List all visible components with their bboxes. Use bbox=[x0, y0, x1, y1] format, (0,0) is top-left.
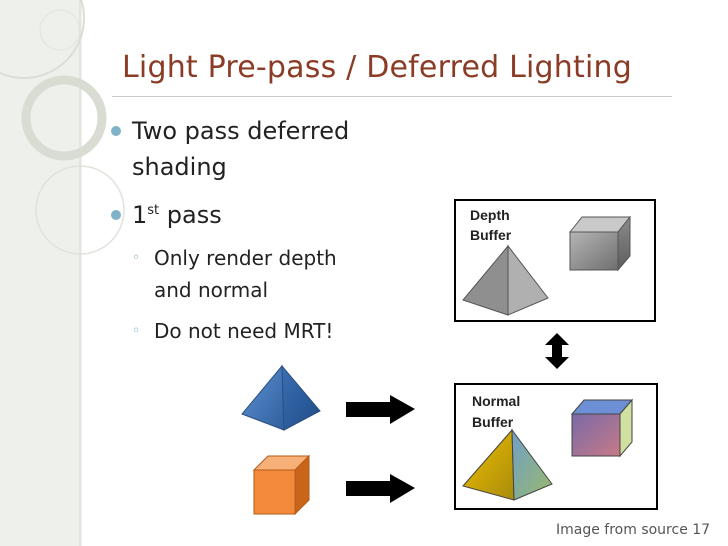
title-divider bbox=[112, 96, 672, 97]
sub-bullet-text-line1: Only render depth bbox=[154, 246, 337, 270]
bullet-rest: pass bbox=[159, 201, 222, 229]
arrow-right-icon bbox=[346, 395, 415, 424]
bullet-number: 1 bbox=[132, 201, 148, 229]
normal-buffer-label-line2: Buffer bbox=[472, 414, 514, 430]
sub-bullet-text: Do not need MRT! bbox=[154, 319, 334, 343]
blue-pyramid-icon bbox=[241, 364, 321, 431]
bullet-first-pass: 1st pass bbox=[111, 197, 222, 233]
sub-bullet-render-depth: ◦ Only render depth and normal bbox=[132, 242, 337, 306]
normal-buffer-panel: Normal Buffer bbox=[454, 383, 658, 510]
sub-bullet-text-line2: and normal bbox=[154, 278, 269, 302]
bullet-two-pass: Two pass deferred shading bbox=[111, 113, 350, 185]
normal-pyramid-icon bbox=[462, 428, 553, 501]
bullet-text-line1: Two pass deferred bbox=[132, 117, 350, 145]
bullet-superscript: st bbox=[147, 203, 160, 218]
arrow-right-icon bbox=[346, 474, 415, 503]
grey-pyramid-icon bbox=[462, 244, 549, 316]
orange-cube-icon bbox=[252, 454, 311, 516]
sub-bullet-ring-icon: ◦ bbox=[132, 323, 141, 339]
normal-cube-icon bbox=[570, 398, 634, 458]
sub-bullet-ring-icon: ◦ bbox=[132, 250, 141, 266]
grey-cube-icon bbox=[568, 215, 632, 272]
bullet-dot-icon bbox=[111, 210, 121, 220]
depth-buffer-label-line2: Buffer bbox=[470, 227, 512, 243]
sub-bullet-no-mrt: ◦ Do not need MRT! bbox=[132, 315, 334, 347]
bullet-text-line2: shading bbox=[132, 153, 227, 181]
depth-buffer-label-line1: Depth bbox=[470, 207, 510, 223]
image-source-caption: Image from source 17 bbox=[556, 522, 711, 538]
double-arrow-icon bbox=[545, 333, 569, 369]
depth-buffer-panel: Depth Buffer bbox=[454, 199, 656, 322]
bullet-dot-icon bbox=[111, 126, 121, 136]
normal-buffer-label-line1: Normal bbox=[472, 393, 520, 409]
slide-title: Light Pre-pass / Deferred Lighting bbox=[122, 50, 632, 85]
